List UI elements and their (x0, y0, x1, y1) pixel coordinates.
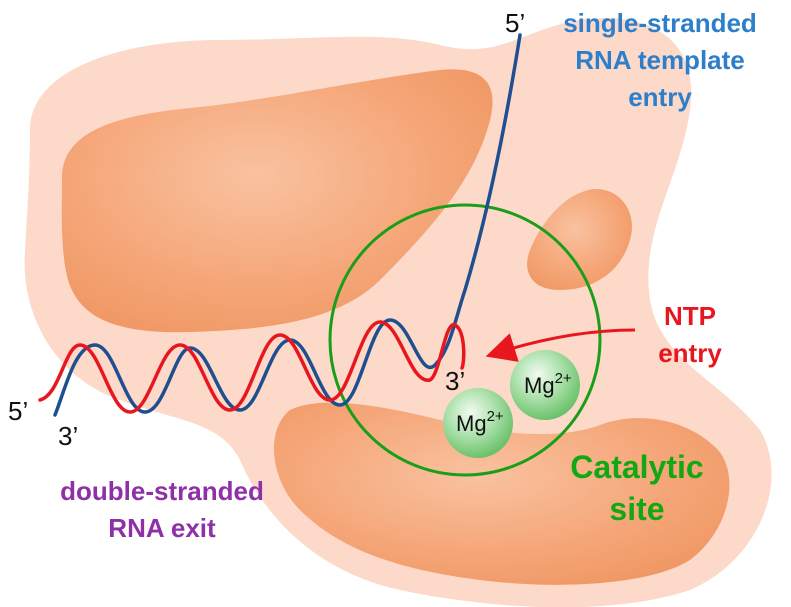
protein-domain-bottom (273, 402, 730, 585)
svg-text:Mg2+: Mg2+ (524, 370, 572, 398)
svg-text:single-stranded: single-stranded (563, 8, 757, 38)
svg-text:Catalytic: Catalytic (570, 449, 703, 485)
svg-text:NTP: NTP (664, 301, 716, 331)
template-entry-label: single-stranded RNA template entry (563, 8, 757, 112)
svg-text:entry: entry (628, 82, 692, 112)
mg-ion-upper: Mg2+ (510, 350, 580, 420)
svg-text:entry: entry (658, 338, 722, 368)
duplex-3prime-label: 3’ (58, 421, 78, 451)
svg-text:Mg2+: Mg2+ (456, 408, 504, 436)
mg-ion-lower: Mg2+ (443, 388, 513, 458)
nascent-strand (38, 320, 466, 414)
catalytic-site-label: Catalytic site (570, 449, 703, 527)
duplex-5prime-label: 5’ (8, 396, 28, 426)
dsrna-exit-label: double-stranded RNA exit (60, 476, 264, 543)
nascent-3prime-label: 3’ (445, 366, 465, 396)
catalytic-site-circle (328, 203, 602, 477)
protein-domain-upper-left (61, 69, 493, 333)
protein-domain-right-small (527, 188, 632, 290)
ntp-entry-arrow (485, 328, 636, 362)
ntp-entry-label: NTP entry (658, 301, 722, 368)
template-5prime-label: 5’ (505, 8, 525, 38)
svg-text:double-stranded: double-stranded (60, 476, 264, 506)
svg-text:RNA template: RNA template (575, 45, 745, 75)
svg-text:site: site (609, 491, 664, 527)
svg-text:RNA exit: RNA exit (108, 513, 216, 543)
